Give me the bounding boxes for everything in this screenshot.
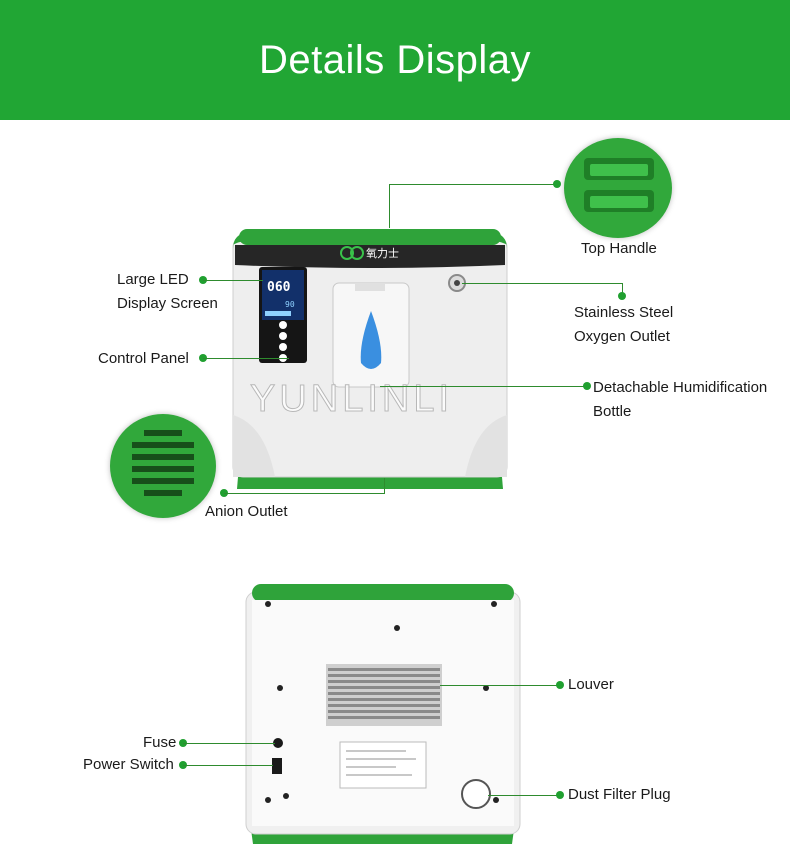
- anion-outlet-closeup: [110, 414, 216, 518]
- label-oxygen-line2: Oxygen Outlet: [574, 328, 670, 345]
- connector-led-display: [203, 280, 263, 281]
- label-bottle-line1: Detachable Humidification: [593, 379, 768, 396]
- label-led-line1: Large LED: [117, 271, 189, 288]
- marker-top-handle: [553, 180, 561, 188]
- marker-oxygen-outlet: [618, 292, 626, 300]
- label-oxygen-line1: Stainless Steel: [574, 304, 674, 321]
- top-handle-closeup: [564, 138, 672, 238]
- label-control-panel: Control Panel: [98, 350, 189, 367]
- connector-louver: [440, 685, 558, 686]
- label-dust-filter-plug: Dust Filter Plug: [568, 786, 671, 803]
- connector-oxygen-outlet-vertical: [622, 283, 623, 298]
- marker-bottle: [583, 382, 591, 390]
- back-device-image: [245, 584, 521, 844]
- label-top-handle: Top Handle: [581, 240, 657, 257]
- connector-dust-filter: [488, 795, 558, 796]
- label-power-switch: Power Switch: [83, 756, 174, 773]
- label-bottle-line2: Bottle: [593, 403, 632, 420]
- label-anion-outlet: Anion Outlet: [205, 503, 288, 520]
- connector-oxygen-outlet: [462, 283, 622, 284]
- label-louver: Louver: [568, 676, 614, 693]
- connector-top-handle-vertical: [389, 184, 390, 228]
- front-device-image: 氧力士 060 90: [232, 229, 508, 489]
- label-fuse: Fuse: [143, 734, 177, 751]
- connector-anion-outlet: [224, 493, 384, 494]
- display-readout-small: 90: [285, 300, 295, 309]
- page-title: Details Display: [258, 38, 532, 82]
- connector-bottle: [380, 386, 585, 387]
- display-readout-main: 060: [267, 280, 291, 295]
- header-banner: Details Display: [0, 0, 790, 120]
- connector-fuse: [183, 743, 275, 744]
- label-led-line2: Display Screen: [117, 295, 218, 312]
- connector-control-panel: [203, 358, 289, 359]
- connector-anion-outlet-vertical: [384, 478, 385, 494]
- watermark-text: YUNLINLI: [249, 378, 454, 421]
- connector-power-switch: [183, 765, 273, 766]
- marker-dust-filter: [556, 791, 564, 799]
- brand-logo-text: 氧力士: [366, 246, 399, 260]
- marker-louver: [556, 681, 564, 689]
- connector-top-handle: [389, 184, 557, 185]
